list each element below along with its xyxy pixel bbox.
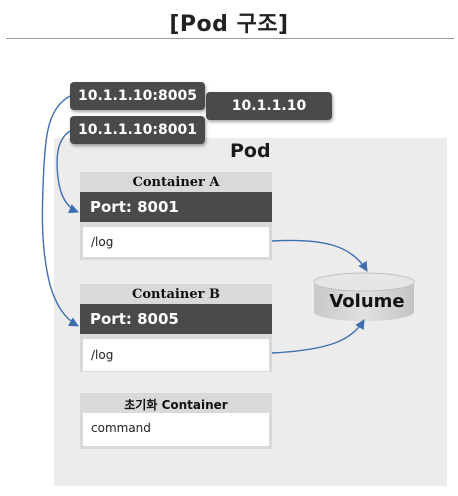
init-container-title: 초기화 Container [124, 398, 228, 412]
container-b: Container B Port: 8005 /log [80, 284, 272, 372]
container-b-title: Container B [132, 287, 220, 302]
arrow-container-a-to-volume [271, 239, 368, 272]
address-8005: 10.1.1.10:8005 [70, 82, 205, 110]
arrow-8001-to-container-a [56, 130, 79, 214]
container-a-log-path: /log [83, 227, 269, 257]
diagram-title: [Pod 구조] [169, 12, 289, 37]
container-a-title: Container A [132, 175, 220, 190]
volume-label: Volume [329, 291, 404, 312]
init-container: 초기화 Container command [80, 393, 272, 449]
arrow-8005-to-container-b [41, 95, 79, 327]
container-b-log-path: /log [83, 339, 269, 371]
title-divider [6, 38, 454, 39]
arrow-container-b-to-volume [271, 319, 365, 354]
container-a: Container A Port: 8001 /log [80, 172, 272, 260]
volume-cylinder: Volume [313, 272, 415, 321]
address-8001: 10.1.1.10:8001 [70, 116, 205, 144]
pod-label: Pod [230, 140, 271, 162]
container-b-port: Port: 8005 [80, 304, 272, 334]
container-a-port: Port: 8001 [80, 192, 272, 222]
node-ip: 10.1.1.10 [206, 92, 332, 120]
init-container-command: command [83, 413, 269, 446]
